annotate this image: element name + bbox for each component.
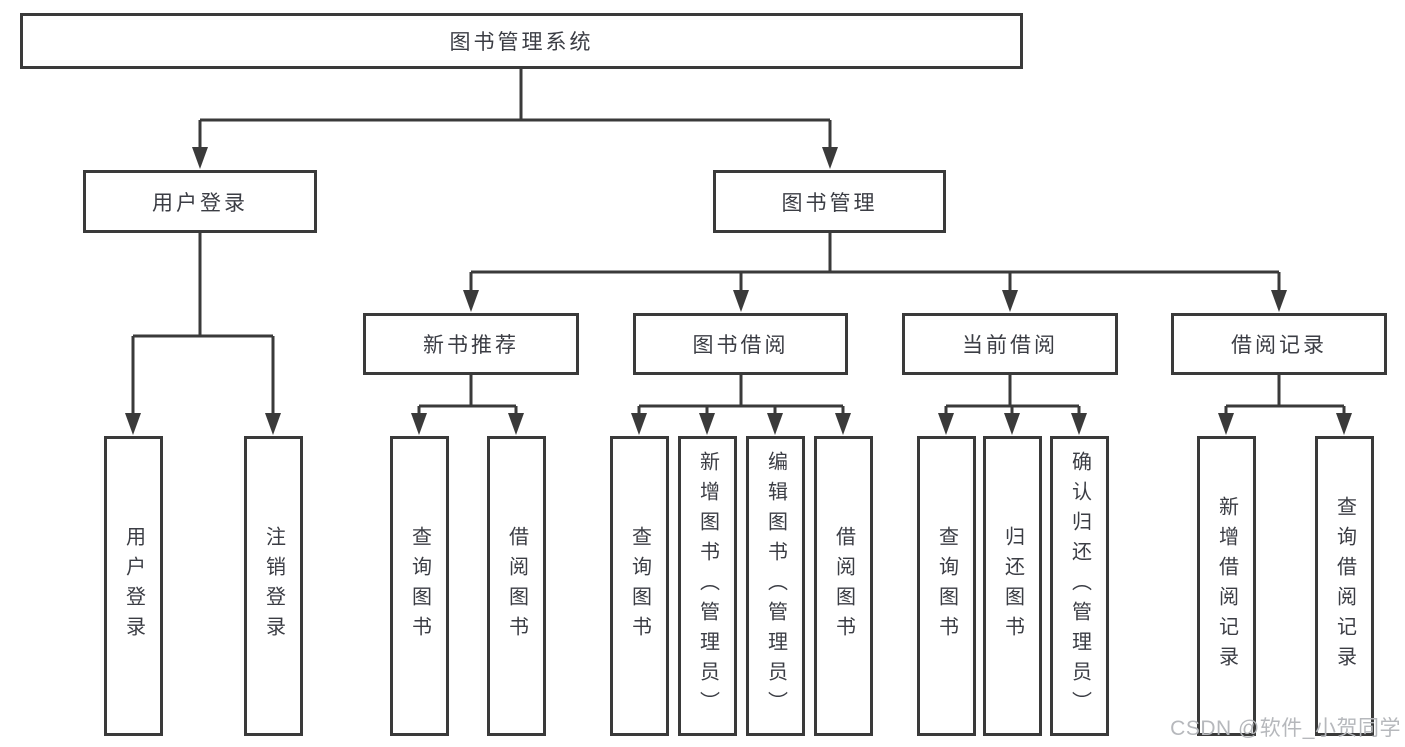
leaf-query-books-current-label: 查询图书 <box>935 526 958 646</box>
leaf-query-books-borrowing: 查询图书 <box>610 436 669 736</box>
node-root-label: 图书管理系统 <box>449 31 594 54</box>
node-book-borrowing-label: 图书借阅 <box>692 334 789 357</box>
node-book-management: 图书管理 <box>713 170 946 233</box>
leaf-user-login: 用户登录 <box>104 436 163 736</box>
leaf-confirm-return-admin-label: 确认归还（管理员） <box>1068 451 1091 721</box>
leaf-add-books-admin-label: 新增图书（管理员） <box>696 451 719 721</box>
arrowhead-icon <box>733 290 749 312</box>
arrowhead-icon <box>1271 290 1287 312</box>
node-borrowing-records-label: 借阅记录 <box>1231 334 1327 357</box>
node-root: 图书管理系统 <box>20 13 1023 69</box>
leaf-borrow-books: 借阅图书 <box>814 436 873 736</box>
arrowhead-icon <box>767 413 783 435</box>
leaf-query-books-current: 查询图书 <box>917 436 976 736</box>
csdn-watermark: CSDN @软件_小贺同学 <box>1170 717 1401 740</box>
leaf-query-books-recommend-label: 查询图书 <box>408 526 431 646</box>
leaf-user-login-label: 用户登录 <box>122 526 145 646</box>
node-user-login: 用户登录 <box>83 170 317 233</box>
leaf-return-books-label: 归还图书 <box>1001 526 1024 646</box>
leaf-edit-books-admin-label: 编辑图书（管理员） <box>764 451 787 721</box>
arrowhead-icon <box>835 413 851 435</box>
leaf-query-books-recommend: 查询图书 <box>390 436 449 736</box>
arrowhead-icon <box>1002 290 1018 312</box>
arrowhead-icon <box>1218 413 1234 435</box>
node-book-management-label: 图书管理 <box>781 191 878 215</box>
arrowhead-icon <box>1336 413 1352 435</box>
leaf-query-books-borrowing-label: 查询图书 <box>628 526 651 646</box>
arrowhead-icon <box>265 413 281 435</box>
arrowhead-icon <box>631 413 647 435</box>
leaf-confirm-return-admin: 确认归还（管理员） <box>1050 436 1109 736</box>
connector-path <box>131 69 1346 429</box>
node-book-borrowing: 图书借阅 <box>633 313 848 375</box>
leaf-borrow-books-recommend-label: 借阅图书 <box>505 526 528 646</box>
leaf-borrow-books-label: 借阅图书 <box>832 526 855 646</box>
arrowheads-group <box>125 147 1352 435</box>
arrowhead-icon <box>938 413 954 435</box>
node-new-book-recommend-label: 新书推荐 <box>423 334 519 357</box>
node-borrowing-records: 借阅记录 <box>1171 313 1387 375</box>
node-user-login-label: 用户登录 <box>152 191 248 215</box>
node-current-borrowing: 当前借阅 <box>902 313 1118 375</box>
leaf-logout: 注销登录 <box>244 436 303 736</box>
leaf-query-borrow-record: 查询借阅记录 <box>1315 436 1374 736</box>
node-new-book-recommend: 新书推荐 <box>363 313 579 375</box>
node-current-borrowing-label: 当前借阅 <box>962 334 1058 357</box>
leaf-edit-books-admin: 编辑图书（管理员） <box>746 436 805 736</box>
arrowhead-icon <box>822 147 838 169</box>
arrowhead-icon <box>1004 413 1020 435</box>
arrowhead-icon <box>411 413 427 435</box>
leaf-add-borrow-record-label: 新增借阅记录 <box>1215 496 1238 676</box>
arrowhead-icon <box>463 290 479 312</box>
leaf-add-books-admin: 新增图书（管理员） <box>678 436 737 736</box>
arrowhead-icon <box>192 147 208 169</box>
leaf-borrow-books-recommend: 借阅图书 <box>487 436 546 736</box>
leaf-logout-label: 注销登录 <box>262 526 285 646</box>
leaf-query-borrow-record-label: 查询借阅记录 <box>1333 496 1356 676</box>
arrowhead-icon <box>508 413 524 435</box>
arrowhead-icon <box>699 413 715 435</box>
arrowhead-icon <box>125 413 141 435</box>
leaf-add-borrow-record: 新增借阅记录 <box>1197 436 1256 736</box>
arrowhead-icon <box>1071 413 1087 435</box>
leaf-return-books: 归还图书 <box>983 436 1042 736</box>
